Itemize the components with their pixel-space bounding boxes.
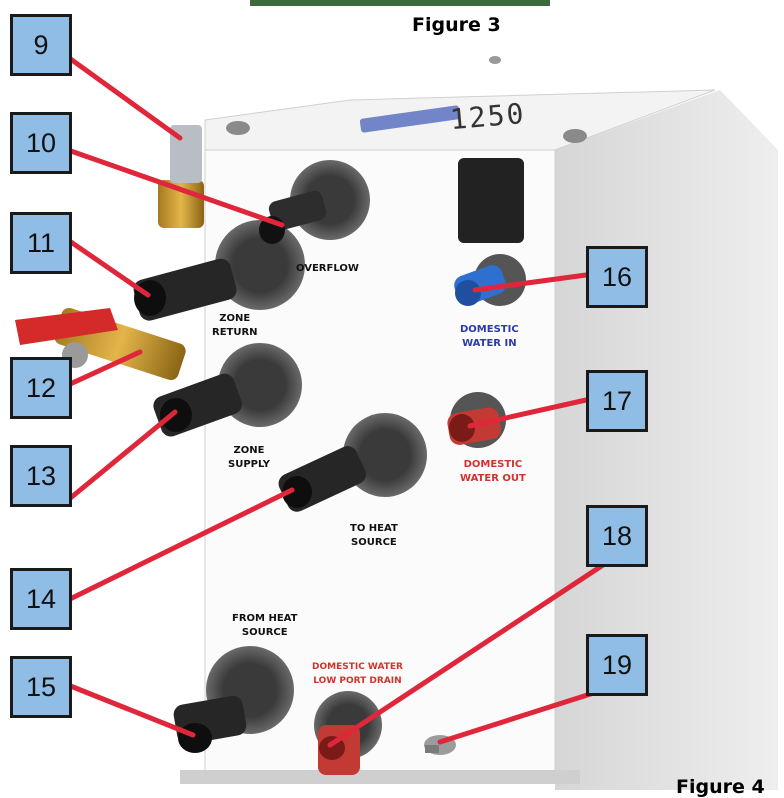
label-to-heat-source: TO HEAT SOURCE <box>350 523 398 548</box>
label-low-port-drain: DOMESTIC WATER LOW PORT DRAIN <box>312 662 403 686</box>
callout-15: 15 <box>10 656 72 718</box>
callout-17: 17 <box>586 370 648 432</box>
domestic-water-in-opening <box>455 280 481 306</box>
leader-lines <box>62 52 606 748</box>
cabinet-top-face <box>204 89 716 151</box>
callout-12: 12 <box>10 357 72 419</box>
leader-line-15 <box>65 682 196 738</box>
label-overflow: OVERFLOW <box>296 263 359 274</box>
leader-line-13 <box>65 409 178 503</box>
figure-4-caption: Figure 4 <box>676 776 765 798</box>
label-from-heat-source: FROM HEAT SOURCE <box>232 613 298 638</box>
callout-16: 16 <box>586 246 648 308</box>
label-zone-supply: ZONE SUPPLY <box>228 445 271 470</box>
label-domestic-water-out: DOMESTIC WATER OUT <box>460 459 526 484</box>
domestic-water-out-opening <box>449 414 475 442</box>
top-bolt <box>226 121 250 135</box>
small-drain-nozzle <box>425 745 439 753</box>
top-bolt <box>563 129 587 143</box>
red-valve-handle <box>15 308 118 345</box>
zone-return-opening <box>134 280 166 316</box>
leader-line-9 <box>62 52 183 141</box>
leader-line-14 <box>65 487 295 603</box>
overflow-fitting <box>268 190 327 231</box>
to-heat-source-opening <box>282 476 312 508</box>
callout-13: 13 <box>10 445 72 507</box>
zone-supply-opening <box>160 398 192 432</box>
callout-14: 14 <box>10 568 72 630</box>
leader-line-12 <box>65 349 143 388</box>
from-heat-source-opening <box>178 723 212 753</box>
callout-18: 18 <box>586 505 648 567</box>
callout-11: 11 <box>10 212 72 274</box>
cabinet-opening <box>458 158 524 243</box>
leader-line-10 <box>65 147 285 228</box>
callout-9: 9 <box>10 14 72 76</box>
leader-line-11 <box>65 237 151 298</box>
leader-line-19 <box>437 687 606 745</box>
zone-return-port-collar <box>215 220 305 310</box>
leader-line-17 <box>467 397 589 429</box>
callout-19: 19 <box>586 634 648 696</box>
leader-line-16 <box>472 272 589 293</box>
top-bolt <box>489 56 501 64</box>
previous-figure-strip <box>250 0 550 6</box>
cabinet-base <box>180 770 580 784</box>
leader-line-18 <box>327 562 606 748</box>
figure-3-caption: Figure 3 <box>412 14 501 36</box>
callout-10: 10 <box>10 112 72 174</box>
label-domestic-water-in: DOMESTIC WATER IN <box>460 324 519 349</box>
label-zone-return: ZONE RETURN <box>212 313 258 338</box>
model-number: 1250 <box>448 96 527 137</box>
brand-logo <box>359 105 461 133</box>
